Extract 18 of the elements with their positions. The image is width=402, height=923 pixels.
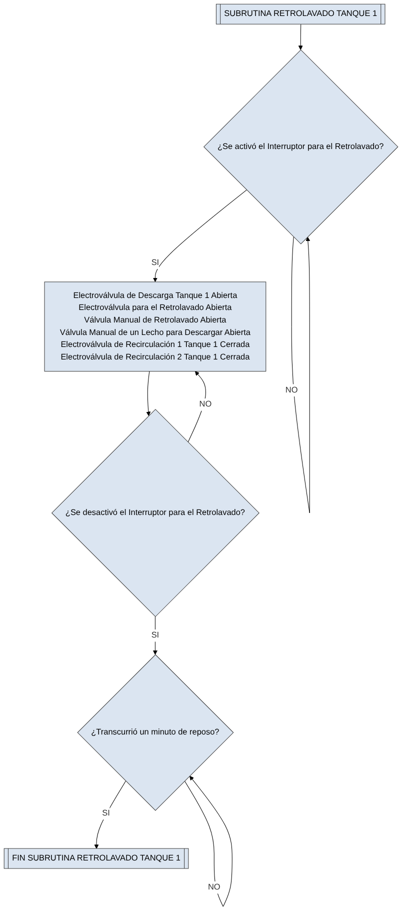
edge-label: NO xyxy=(208,882,220,892)
arrow xyxy=(152,190,247,282)
arrow xyxy=(184,776,232,907)
arrow xyxy=(291,236,310,514)
edge-label: SI xyxy=(151,258,160,268)
edge-label: SI xyxy=(102,808,110,818)
node-box xyxy=(44,282,266,372)
edge-label: SI xyxy=(151,631,160,640)
node-diamond xyxy=(77,654,234,811)
edge-label: NO xyxy=(285,386,298,394)
edge-label: NO xyxy=(199,400,212,409)
arrow xyxy=(188,371,206,442)
arrow xyxy=(152,616,158,655)
node-diamond xyxy=(203,49,398,244)
node-diamond xyxy=(51,408,260,617)
arrow xyxy=(94,780,126,849)
arrow xyxy=(146,371,151,416)
arrow xyxy=(298,24,303,50)
